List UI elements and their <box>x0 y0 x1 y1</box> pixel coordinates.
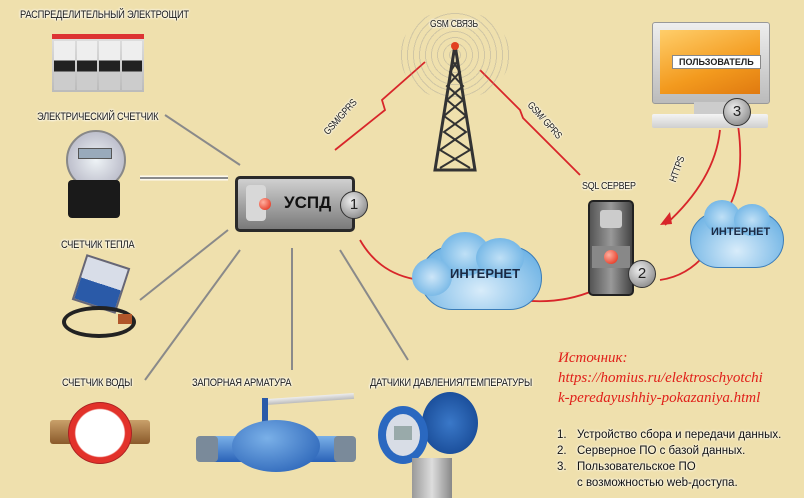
uspd-device: УСПД <box>235 176 355 232</box>
internet-label-center: ИНТЕРНЕТ <box>450 266 521 281</box>
legend: 1.Устройство сбора и передачи данных. 2.… <box>557 427 781 491</box>
link-heat-meter <box>139 229 229 301</box>
switchboard-icon <box>52 34 144 92</box>
water-meter-icon <box>50 398 150 468</box>
electric-meter-icon <box>64 130 126 220</box>
gsm-tower-icon <box>400 10 510 175</box>
server-badge: 2 <box>628 260 656 288</box>
gsm-link-left <box>334 61 426 151</box>
server-label: SQL СЕРВЕР <box>582 180 636 192</box>
source-note: Источник: https://homius.ru/elektroschyo… <box>558 348 763 408</box>
internet-cloud-center <box>410 228 550 314</box>
heat-meter-label: СЧЕТЧИК ТЕПЛА <box>61 239 135 251</box>
uspd-label: УСПД <box>284 193 332 212</box>
tower-label: GSM СВЯЗЬ <box>430 19 478 30</box>
led-icon <box>259 198 271 210</box>
link-switchboard <box>164 114 241 166</box>
valve-icon <box>196 392 356 472</box>
valve-label: ЗАПОРНАЯ АРМАТУРА <box>192 377 292 389</box>
user-monitor-icon <box>652 22 770 132</box>
link-sensors <box>339 249 409 361</box>
switchboard-label: РАСПРЕДЕЛИТЕЛЬНЫЙ ЭЛЕКТРОЩИТ <box>20 9 189 21</box>
https-arrow-icon <box>660 212 672 225</box>
user-label: ПОЛЬЗОВАТЕЛЬ <box>672 55 761 69</box>
heat-meter-icon <box>58 254 138 338</box>
legend-item: 1.Устройство сбора и передачи данных. <box>557 429 782 441</box>
source-title: Источник: <box>558 350 628 366</box>
electric-meter-label: ЭЛЕКТРИЧЕСКИЙ СЧЕТЧИК <box>37 111 159 123</box>
uspd-badge: 1 <box>340 191 368 219</box>
legend-item: с возможностью web-доступа. <box>577 477 738 489</box>
link-water-meter <box>144 249 241 381</box>
sensors-label: ДАТЧИКИ ДАВЛЕНИЯ/ТЕМПЕРАТУРЫ <box>370 377 533 389</box>
water-meter-label: СЧЕТЧИК ВОДЫ <box>62 377 133 389</box>
gsm-link-right <box>479 69 581 176</box>
user-badge: 3 <box>723 98 751 126</box>
source-link-line1[interactable]: https://homius.ru/elektroschyotchi <box>558 370 763 386</box>
sensors-icon <box>372 392 482 498</box>
https-link <box>664 129 721 226</box>
legend-item: 3.Пользовательское ПО <box>557 461 696 473</box>
internet-label-right: ИНТЕРНЕТ <box>711 226 771 238</box>
legend-item: 2.Серверное ПО с базой данных. <box>557 445 746 457</box>
sql-server-icon <box>588 200 634 296</box>
source-link-line2[interactable]: k-peredayushhiy-pokazaniya.html <box>558 390 761 406</box>
internet-cloud-right <box>686 198 786 270</box>
